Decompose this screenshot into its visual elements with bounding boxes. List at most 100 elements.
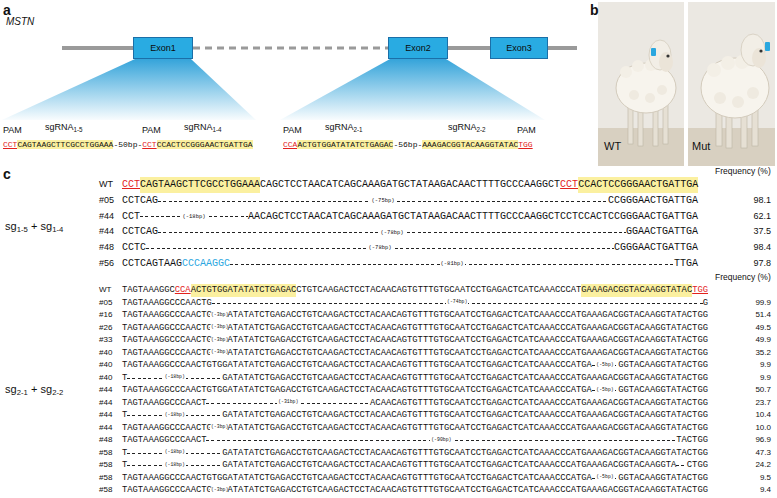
- deletion-gap: (-18bp): [127, 447, 222, 460]
- deletion-gap: (-18bp): [127, 459, 222, 472]
- zoom-fan: [2, 59, 256, 120]
- sequence-line: T(-18bp)GATATATCTGAGACCTGTCAAGACTCCTACAA…: [122, 372, 708, 385]
- group-label: sg2-1+ sg2-2: [5, 383, 63, 399]
- deletion-gap: (-3bp): [212, 322, 228, 335]
- label-text: sgRNA: [448, 122, 477, 132]
- pam-site: TGG: [518, 140, 532, 149]
- sequence: -56bp-: [393, 140, 422, 149]
- alignment-row: #4462.1CCT(-18bp)AACAGCTCCTAACATCAGCAAAG…: [0, 209, 777, 225]
- subscript: 1-4: [213, 126, 222, 133]
- sequence: TAGTAAAGGCCCAACTGTGGATATATCTGAGACCTGTCAA…: [122, 472, 592, 485]
- sequence: CTGG: [687, 459, 708, 472]
- clone-id: #44: [99, 209, 114, 225]
- target-sequence: CCTCAGTAAGCTTCGCCTGGAAA-50bp-CCTCCACTCCG…: [3, 140, 253, 150]
- sequence: GATATATCTGAGACCTGTCAAGACTCCTACAACAGTGTTT…: [222, 447, 708, 460]
- deletion-gap: (-3bp): [212, 484, 228, 497]
- sequence: GATATATCTGAGACCTGTCAAGACTCCTACAACAGTGTTT…: [222, 409, 708, 422]
- sequence: GGTACAAGGTATACTGG: [618, 472, 708, 485]
- frequency-value: 9.9: [760, 372, 771, 385]
- sequence-line: T(-18bp)GATATATCTGAGACCTGTCAAGACTCCTACAA…: [122, 409, 708, 422]
- sequence: CCTCAG: [122, 224, 158, 240]
- sequence-line: TAGTAAAGGCCCAACTGTGGATATATCTGAGACCTGTCAA…: [122, 359, 708, 372]
- intron-dashed-line: [193, 47, 388, 50]
- alignment-row: WTCCTCAGTAAGCTTCGCCTGGAAACAGCTCCTAACATCA…: [0, 177, 777, 193]
- pam-site: CCT: [122, 177, 140, 193]
- alignment-row: #4423.7TAGTAAAGGCCCAACT(-31bp)ACAACAGTGT…: [0, 397, 777, 410]
- deletion-size: (-18bp): [164, 463, 186, 468]
- sequence-line: TAGTAAAGGCCCAACTG(-3bp)ATATATCTGAGACCTGT…: [122, 422, 708, 435]
- frequency-value: 35.2: [755, 347, 771, 360]
- pam-site: CCT: [142, 140, 156, 149]
- deletion-size: (-5bp): [595, 363, 614, 368]
- alignment-row: #4896.9TAGTAAAGGCCCAACT(-90bp)TACTGG: [0, 434, 777, 447]
- sequence: GGAACTGATTGA: [626, 224, 698, 240]
- sequence-line: T(-18bp)GATATATCTGAGACCTGTCAAGACTCCTACAA…: [122, 459, 708, 472]
- label-text: + sg: [31, 220, 52, 232]
- sequence-line: CCT(-18bp)AACAGCTCCTAACATCAGCAAAGATGCTAT…: [122, 209, 698, 225]
- sequence: CCT: [122, 209, 140, 225]
- frequency-value: 49.5: [755, 322, 771, 335]
- pam-site: TGG: [692, 284, 708, 297]
- exon-label: Exon2: [405, 43, 431, 54]
- sequence: CGGGAACTGATTGA: [614, 240, 698, 256]
- sequence-line: TAGTAAAGGCCCAACT(-90bp)TACTGG: [122, 434, 708, 447]
- sequence: TAGTAAAGGCCCAACTGTGGATATATCTGAGACCTGTCAA…: [122, 384, 592, 397]
- deletion-gap: (-3bp): [212, 347, 228, 360]
- clone-id: #33: [99, 334, 112, 347]
- sgrna-target: CAGTAAGCTTCGCCTGGAAA: [17, 140, 113, 149]
- deletion-gap: (-5bp): [592, 384, 618, 397]
- sequence-line: TAGTAAAGGCCCAACTG(-3bp)ATATATCTGAGACCTGT…: [122, 347, 708, 360]
- deletion-gap: (-3bp): [212, 309, 228, 322]
- intron-line: [448, 46, 490, 50]
- frequency-value: 96.9: [755, 434, 771, 447]
- frequency-value: 10.4: [755, 409, 771, 422]
- alignment-row: #40 9.9 T(-18bp)GATATATCTGAGACCTGTCAAGACTC…: [0, 372, 777, 385]
- sequence-line: TAGTAAAGGCCCAACTG(-3bp)ATATATCTGAGACCTGT…: [122, 484, 708, 497]
- deletion-size: (-75bp): [370, 198, 395, 204]
- subscript: 2-2: [477, 126, 486, 133]
- clone-id: #26: [99, 322, 112, 335]
- sequence: T: [122, 447, 127, 460]
- deletion-gap: (-18bp): [127, 372, 222, 385]
- sequence: GGTACAAGGTATACTGG: [618, 384, 708, 397]
- alignment-row: #0599.9TAGTAAAGGCCCAACTG(-74bp)G: [0, 297, 777, 310]
- sequence-line: CCTCAG(-75bp)CCGGGAACTGATTGA: [122, 193, 698, 209]
- clone-id: #48: [99, 240, 114, 256]
- alignment-row: #4898.4CCTC(-78bp)CGGGAACTGATTGA: [0, 240, 777, 256]
- frequency-value: 24.2: [755, 459, 771, 472]
- clone-id: #40: [99, 359, 112, 372]
- group-label: sg1-5+ sg1-4: [5, 220, 63, 236]
- clone-id: #44: [99, 224, 114, 240]
- clone-id: #58: [99, 472, 112, 485]
- frequency-value: 51.4: [755, 309, 771, 322]
- subscript: 1-5: [17, 225, 28, 234]
- deletion-size: (-3bp): [210, 325, 229, 330]
- alignment-row: #0598.1CCTCAG(-75bp)CCGGGAACTGATTGA: [0, 193, 777, 209]
- sequence: ATATATCTGAGACCTGTCAAGACTCCTACAACAGTGTTTG…: [228, 347, 708, 360]
- clone-id: #40: [99, 372, 112, 385]
- sequence: T: [122, 372, 127, 385]
- sequence: ATATATCTGAGACCTGTCAAGACTCCTACAACAGTGTTTG…: [228, 422, 708, 435]
- sequence: CCTCAG: [122, 193, 158, 209]
- sequence-line: TAGTAAAGGCCCAACTGTGGATATATCTGAGACCTGTCAA…: [122, 284, 708, 297]
- sequence: TAGTAAAGGCCCAACTG: [122, 422, 212, 435]
- sequence: TAGTAAAGGCCCAACTG: [122, 347, 212, 360]
- panel-letter: b: [590, 2, 599, 18]
- pam-label: PAM: [283, 125, 302, 136]
- deletion-gap: (-78bp): [158, 224, 626, 240]
- sequence: CCTC: [122, 240, 146, 256]
- exon-box: Exon3: [490, 37, 548, 59]
- sgrna-target: CCACTCCGGGAACTGATTGA: [578, 177, 698, 193]
- deletion-gap: (-3bp): [212, 422, 228, 435]
- sequence: ATATATCTGAGACCTGTCAAGACTCCTACAACAGTGTTTG…: [228, 484, 708, 497]
- subscript: 2-1: [17, 388, 28, 397]
- deletion-size: (-3bp): [210, 425, 229, 430]
- sequence-line: TAGTAAAGGCCCAACTGTGGATATATCTGAGACCTGTCAA…: [122, 472, 708, 485]
- clone-id: #40: [99, 347, 112, 360]
- alignment-row: #4410.0TAGTAAAGGCCCAACTG(-3bp)ATATATCTGA…: [0, 422, 777, 435]
- deletion-size: (-78bp): [367, 245, 392, 251]
- sequence: TAGTAAAGGC: [122, 284, 175, 297]
- frequency-value: 97.8: [753, 256, 771, 272]
- deletion-size: (-3bp): [210, 350, 229, 355]
- pam-label: PAM: [517, 125, 536, 136]
